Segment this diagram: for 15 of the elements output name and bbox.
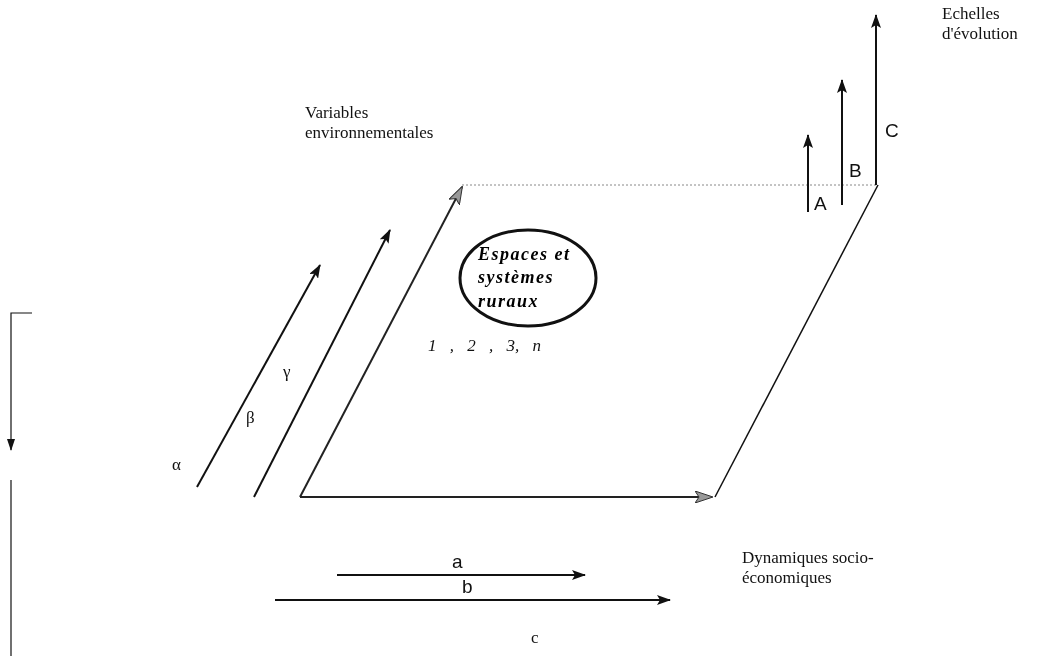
arrow-label: a [452,551,463,574]
axis-label: Dynamiques socio-économiques [742,548,875,589]
arrow-label: b [462,576,473,599]
arrow-label: γ [283,362,291,383]
node-label: Espaces et systèmes ruraux [478,242,572,313]
axis-label: Variables environnementales [305,103,435,144]
arrow-label: B [849,160,862,183]
arrow-label: A [814,193,827,216]
arrow-label: C [885,120,899,143]
index-list: 1 , 2 , 3, n [428,336,541,357]
axis-label: Echelles d'évolution [942,4,1019,45]
ellipse-node [458,228,598,328]
arrow-label: c [531,628,539,649]
arrow-label: α [172,455,181,476]
arrow-label: β [246,408,255,429]
